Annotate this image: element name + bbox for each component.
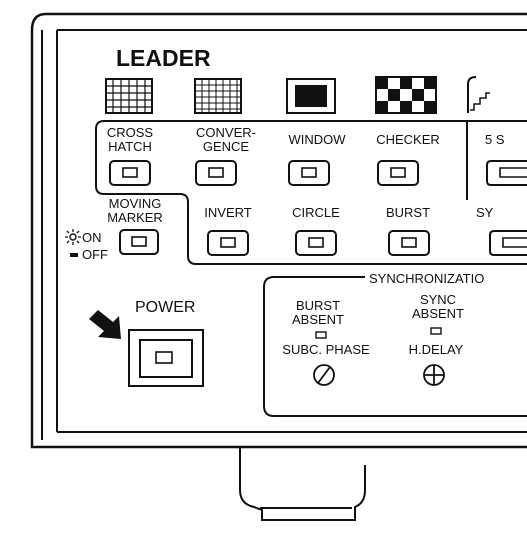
sync-absent-label-2: ABSENT <box>412 306 464 321</box>
sync-absent-label-1: SYNC <box>420 292 456 307</box>
sync-button-partial[interactable] <box>489 230 527 256</box>
burst-absent-led-icon <box>315 331 327 339</box>
button-label-window: WINDOW <box>288 132 346 147</box>
button-group-outline <box>95 120 527 265</box>
checker-square <box>376 77 388 89</box>
5s-button-partial[interactable] <box>486 160 527 186</box>
button-label-checker: CHECKER <box>376 132 440 147</box>
arrow-icon <box>89 310 121 339</box>
button-label-convergence-1: CONVER- <box>196 125 256 140</box>
stand-foot <box>239 447 366 521</box>
led-off-label: OFF <box>82 247 108 262</box>
led-on-label: ON <box>82 230 102 245</box>
subc-phase-knob[interactable] <box>313 364 335 386</box>
sync-section-outline <box>263 276 527 417</box>
checker-square <box>400 101 412 113</box>
led-off-icon <box>70 253 78 257</box>
brand-logo: LEADER <box>116 45 211 71</box>
convergence-button[interactable] <box>195 160 237 186</box>
cross-hatch-pattern-icon <box>105 78 153 114</box>
moving-marker-button[interactable] <box>119 229 159 255</box>
power-button[interactable] <box>128 329 204 387</box>
power-label: POWER <box>135 299 195 316</box>
button-label-cross-hatch-1: CROSS <box>107 125 154 140</box>
circle-button[interactable] <box>295 230 337 256</box>
sync-absent-led-icon <box>430 327 442 335</box>
staircase-pattern-icon <box>467 76 490 113</box>
checker-square <box>424 77 436 89</box>
button-label-circle: CIRCLE <box>292 205 340 220</box>
subc-phase-label: SUBC. PHASE <box>282 342 370 357</box>
burst-button[interactable] <box>388 230 430 256</box>
moving-marker-label-2: MARKER <box>107 210 163 225</box>
moving-marker-label-1: MOVING <box>109 196 162 211</box>
checker-square <box>376 101 388 113</box>
button-label-sync: SY <box>476 205 494 220</box>
h-delay-knob[interactable] <box>423 364 445 386</box>
button-label-convergence-2: GENCE <box>203 139 250 154</box>
checker-square <box>412 89 424 101</box>
invert-button[interactable] <box>207 230 249 256</box>
checker-square <box>388 89 400 101</box>
burst-absent-label-2: ABSENT <box>292 312 344 327</box>
window-pattern-icon <box>286 78 336 114</box>
h-delay-label: H.DELAY <box>409 342 464 357</box>
checker-pattern-icon <box>375 76 437 114</box>
cabinet-outline <box>30 12 527 449</box>
cross-hatch-button[interactable] <box>109 160 151 186</box>
button-label-cross-hatch-2: HATCH <box>108 139 152 154</box>
checker-square <box>424 101 436 113</box>
checker-button[interactable] <box>377 160 419 186</box>
checker-square <box>400 77 412 89</box>
button-label-burst: BURST <box>386 205 430 220</box>
led-on-icon <box>65 229 81 245</box>
convergence-dots-icon <box>194 78 242 114</box>
button-label-invert: INVERT <box>204 205 251 220</box>
burst-absent-label-1: BURST <box>296 298 340 313</box>
button-label-5s: 5 S <box>485 132 505 147</box>
sync-title: SYNCHRONIZATIO <box>369 271 484 286</box>
window-button[interactable] <box>288 160 330 186</box>
